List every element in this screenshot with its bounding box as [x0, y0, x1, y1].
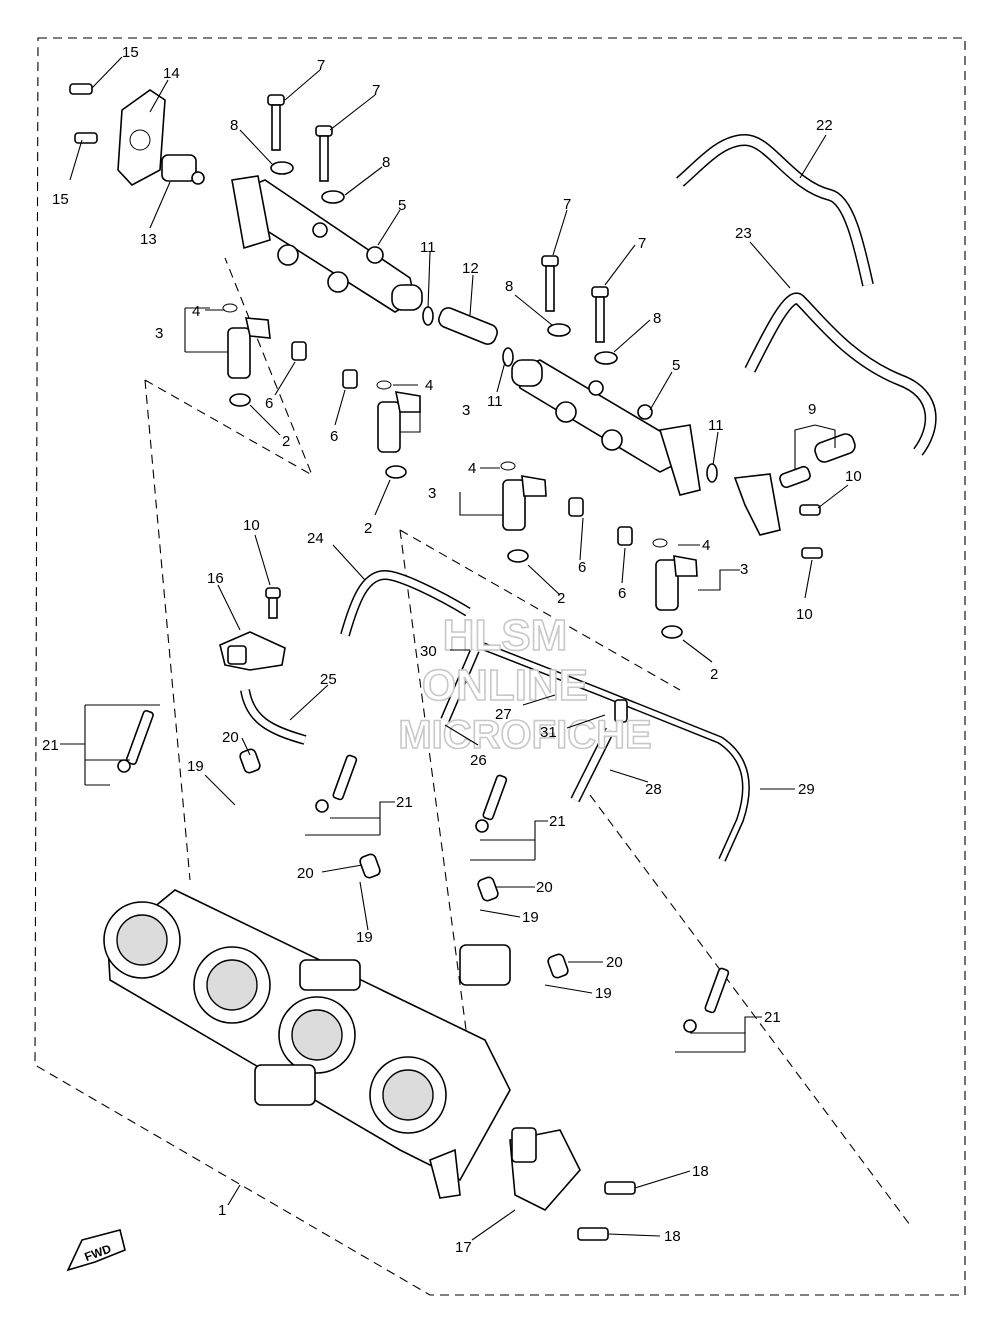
callout-22: 22: [816, 117, 833, 134]
callout-3-a: 3: [155, 325, 163, 342]
callout-6-b: 6: [330, 428, 338, 445]
fwd-arrow-icon: FWD: [66, 1229, 126, 1272]
callout-21-b: 21: [396, 794, 413, 811]
callout-20-d: 20: [606, 954, 623, 971]
callout-labels: 15 15 14 13 7 7 8 8 5 11 12 4 3 6 2 6 4 …: [42, 44, 862, 1256]
callout-26: 26: [470, 752, 487, 769]
callout-30: 30: [420, 643, 437, 660]
callout-19-c: 19: [356, 929, 373, 946]
rail-bolts-right: [541, 255, 618, 365]
pressure-regulator: [69, 83, 205, 186]
callout-19-b: 19: [522, 909, 539, 926]
callout-16: 16: [207, 570, 224, 587]
callout-8-c: 8: [505, 278, 513, 295]
callout-19-d: 19: [595, 985, 612, 1002]
watermark-line1: HLSM: [443, 611, 568, 660]
callout-18-b: 18: [664, 1228, 681, 1245]
callout-7-a: 7: [317, 57, 325, 74]
callout-10-c: 10: [243, 517, 260, 534]
leader-lines: [60, 56, 849, 1241]
rail-bolts-left: [267, 94, 345, 204]
callout-3-b: 3: [462, 402, 470, 419]
callout-7-c: 7: [563, 196, 571, 213]
callout-20-b: 20: [297, 865, 314, 882]
callout-15-lower: 15: [52, 191, 69, 208]
callout-9: 9: [808, 401, 816, 418]
callout-12: 12: [462, 260, 479, 277]
callout-7-d: 7: [638, 235, 646, 252]
watermark-line3: MICROFICHE: [398, 713, 651, 757]
callout-6-d: 6: [618, 585, 626, 602]
throttle-body-assembly: [103, 889, 511, 1199]
callout-20-a: 20: [222, 729, 239, 746]
hoses-middle: [240, 569, 750, 862]
callout-6-a: 6: [265, 395, 273, 412]
fuel-rail-left: [231, 175, 423, 313]
callout-21-a: 21: [42, 737, 59, 754]
hoses-upper: [676, 133, 937, 456]
callout-2-c: 2: [557, 590, 565, 607]
callout-14: 14: [163, 65, 180, 82]
callout-2-a: 2: [282, 433, 290, 450]
callout-2-d: 2: [710, 666, 718, 683]
callout-5-a: 5: [398, 197, 406, 214]
callout-3-d: 3: [740, 561, 748, 578]
callout-28: 28: [645, 781, 662, 798]
assembly-boundary: [34, 37, 966, 1296]
callout-4-c: 4: [468, 460, 476, 477]
callout-10-b: 10: [796, 606, 813, 623]
joint-pipe: [422, 306, 718, 483]
callout-29: 29: [798, 781, 815, 798]
callout-17: 17: [455, 1239, 472, 1256]
callout-13: 13: [140, 231, 157, 248]
callout-25: 25: [320, 671, 337, 688]
callout-21-d: 21: [764, 1009, 781, 1026]
callout-31: 31: [540, 724, 557, 741]
caps-clips: [239, 748, 569, 979]
callout-7-b: 7: [372, 82, 380, 99]
callout-1: 1: [218, 1202, 226, 1219]
callout-3-c: 3: [428, 485, 436, 502]
callout-8-d: 8: [653, 310, 661, 327]
callout-11-b: 11: [487, 393, 503, 410]
callout-4-d: 4: [702, 537, 710, 554]
callout-10-a: 10: [845, 468, 862, 485]
callout-19-a: 19: [187, 758, 204, 775]
screw-sets: [117, 709, 730, 1033]
watermark-line2: ONLINE: [422, 661, 588, 710]
callout-11-c: 11: [708, 417, 724, 434]
callout-5-b: 5: [672, 357, 680, 374]
callout-8-a: 8: [230, 117, 238, 134]
fuel-rail-right: [511, 359, 701, 496]
injectors: [222, 303, 698, 639]
throttle-position-sensor: [509, 1127, 636, 1241]
callout-18-a: 18: [692, 1163, 709, 1180]
callout-23: 23: [735, 225, 752, 242]
sensor-16: [219, 587, 286, 671]
callout-4-b: 4: [425, 377, 433, 394]
callout-21-c: 21: [549, 813, 566, 830]
callout-24: 24: [307, 530, 324, 547]
callout-15-upper: 15: [122, 44, 139, 61]
rail-connector: [733, 433, 856, 559]
callout-4-a: 4: [192, 303, 200, 320]
callout-11-a: 11: [420, 239, 436, 256]
watermark: HLSM ONLINE MICROFICHE: [398, 610, 653, 758]
callout-6-c: 6: [578, 559, 586, 576]
callout-20-c: 20: [536, 879, 553, 896]
callout-2-b: 2: [364, 520, 372, 537]
callout-27: 27: [495, 706, 512, 723]
callout-8-b: 8: [382, 154, 390, 171]
